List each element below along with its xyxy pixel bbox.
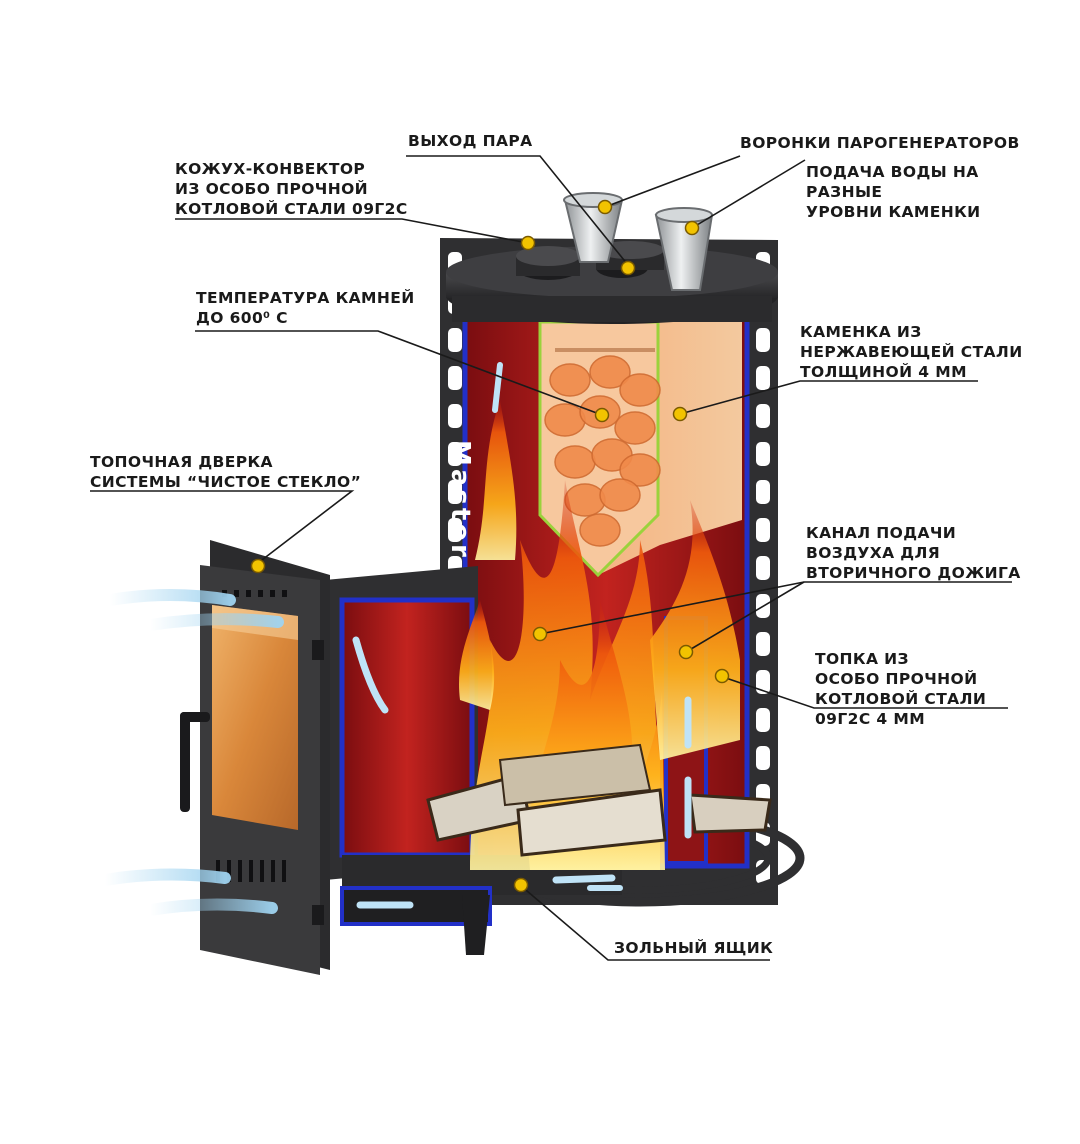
label-line: ДО 600⁰ С bbox=[196, 309, 288, 327]
grille-slot bbox=[756, 328, 770, 352]
callout-marker bbox=[250, 558, 266, 574]
flame bbox=[475, 400, 517, 560]
grille-slot bbox=[448, 328, 462, 352]
grille-slot bbox=[756, 556, 770, 580]
label-line: ТЕМПЕРАТУРА КАМНЕЙ bbox=[196, 289, 415, 307]
label-line: СИСТЕМЫ “ЧИСТОЕ СТЕКЛО” bbox=[90, 473, 362, 491]
flame bbox=[459, 600, 495, 710]
grille-slot bbox=[756, 480, 770, 504]
callout-marker bbox=[513, 877, 529, 893]
label-stone-box: КАМЕНКА ИЗ НЕРЖАВЕЮЩЕЙ СТАЛИ ТОЛЩИНОЙ 4 ММ bbox=[800, 322, 1023, 382]
stone bbox=[579, 513, 621, 547]
grille-slot bbox=[756, 670, 770, 694]
stone bbox=[599, 478, 641, 512]
top-plate bbox=[446, 241, 778, 324]
label-door: ТОПОЧНАЯ ДВЕРКА СИСТЕМЫ “ЧИСТОЕ СТЕКЛО” bbox=[90, 452, 361, 492]
door-vent-hole bbox=[246, 590, 251, 597]
callout-marker bbox=[594, 407, 610, 423]
flame bbox=[650, 500, 740, 760]
stone bbox=[589, 355, 631, 389]
grille-slot bbox=[448, 442, 462, 466]
door-vent-slot bbox=[271, 860, 275, 882]
stone bbox=[619, 373, 661, 407]
door-vent-hole bbox=[270, 590, 275, 597]
steam-funnel-right bbox=[654, 207, 714, 291]
grille-slot bbox=[756, 708, 770, 732]
callout-marker bbox=[714, 668, 730, 684]
label-line: ТОЛЩИНОЙ 4 ММ bbox=[800, 363, 967, 381]
label-funnels: ВОРОНКИ ПАРОГЕНЕРАТОРОВ bbox=[740, 133, 1020, 153]
grille-slot bbox=[756, 366, 770, 390]
label-line: КАМЕНКА ИЗ bbox=[800, 323, 922, 341]
label-line: КОЖУХ-КОНВЕКТОР bbox=[175, 160, 366, 178]
grille-slot bbox=[756, 404, 770, 428]
callout-marker bbox=[520, 235, 536, 251]
callout-marker bbox=[684, 220, 700, 236]
grille-slot bbox=[756, 518, 770, 542]
door-vent-slot bbox=[260, 860, 264, 882]
label-line: ИЗ ОСОБО ПРОЧНОЙ bbox=[175, 180, 369, 198]
label-line: ВОЗДУХА ДЛЯ bbox=[806, 544, 941, 562]
label-stone-temp: ТЕМПЕРАТУРА КАМНЕЙ ДО 600⁰ С bbox=[196, 288, 415, 328]
callout-marker bbox=[678, 644, 694, 660]
grille-slot bbox=[756, 632, 770, 656]
label-steam-exit: ВЫХОД ПАРА bbox=[408, 131, 533, 151]
label-water-feed: ПОДАЧА ВОДЫ НА РАЗНЫЕ УРОВНИ КАМЕНКИ bbox=[806, 162, 981, 222]
door-vent-slot bbox=[227, 860, 231, 882]
stone bbox=[619, 453, 661, 487]
stone bbox=[544, 403, 586, 437]
label-line: УРОВНИ КАМЕНКИ bbox=[806, 203, 981, 221]
door-vent-slot bbox=[238, 860, 242, 882]
grille-slot bbox=[448, 366, 462, 390]
label-line: 09Г2С 4 ММ bbox=[815, 710, 926, 728]
label-line: РАЗНЫЕ bbox=[806, 183, 883, 201]
callout-marker bbox=[672, 406, 688, 422]
label-line: ВТОРИЧНОГО ДОЖИГА bbox=[806, 564, 1021, 582]
label-line: КОТЛОВОЙ СТАЛИ bbox=[815, 690, 987, 708]
stone bbox=[549, 363, 591, 397]
logs bbox=[426, 743, 772, 857]
door-vent-hole bbox=[234, 590, 239, 597]
grille-slot bbox=[756, 746, 770, 770]
door-vent-slot bbox=[282, 860, 286, 882]
door-vent-hole bbox=[258, 590, 263, 597]
stone bbox=[554, 445, 596, 479]
label-line: КОТЛОВОЙ СТАЛИ 09Г2С bbox=[175, 200, 408, 218]
label-line: ВЫХОД ПАРА bbox=[408, 132, 533, 150]
firebox-door bbox=[180, 540, 330, 975]
label-line: ЗОЛЬНЫЙ ЯЩИК bbox=[614, 939, 774, 957]
brand-logo: Master bbox=[445, 440, 475, 560]
label-line: НЕРЖАВЕЮЩЕЙ СТАЛИ bbox=[800, 343, 1023, 361]
door-vent-slot bbox=[249, 860, 253, 882]
label-line: КАНАЛ ПОДАЧИ bbox=[806, 524, 957, 542]
callout-marker bbox=[597, 199, 613, 215]
label-line: ТОПКА ИЗ bbox=[815, 650, 909, 668]
label-air-channel: КАНАЛ ПОДАЧИ ВОЗДУХА ДЛЯ ВТОРИЧНОГО ДОЖИГА bbox=[806, 523, 1021, 583]
label-line: ТОПОЧНАЯ ДВЕРКА bbox=[90, 453, 273, 471]
label-line: ВОРОНКИ ПАРОГЕНЕРАТОРОВ bbox=[740, 134, 1020, 152]
stone bbox=[614, 411, 656, 445]
grille-slot bbox=[448, 518, 462, 542]
callout-marker bbox=[620, 260, 636, 276]
leader-lines bbox=[90, 155, 1012, 961]
label-line: ПОДАЧА ВОДЫ НА bbox=[806, 163, 979, 181]
callout-markers bbox=[250, 199, 730, 893]
callout-marker bbox=[532, 626, 548, 642]
grille-slot bbox=[448, 480, 462, 504]
label-line: ОСОБО ПРОЧНОЙ bbox=[815, 670, 978, 688]
grille-slot bbox=[756, 442, 770, 466]
label-ash-box: ЗОЛЬНЫЙ ЯЩИК bbox=[614, 938, 773, 958]
grille-slot bbox=[448, 404, 462, 428]
door-vent-hole bbox=[282, 590, 287, 597]
label-firebox: ТОПКА ИЗ ОСОБО ПРОЧНОЙ КОТЛОВОЙ СТАЛИ 09Г2С… bbox=[815, 649, 986, 729]
label-casing: КОЖУХ-КОНВЕКТОР ИЗ ОСОБО ПРОЧНОЙ КОТЛОВОЙ … bbox=[175, 159, 408, 219]
door-vent-slot bbox=[216, 860, 220, 882]
airflow-arrows bbox=[99, 362, 692, 916]
